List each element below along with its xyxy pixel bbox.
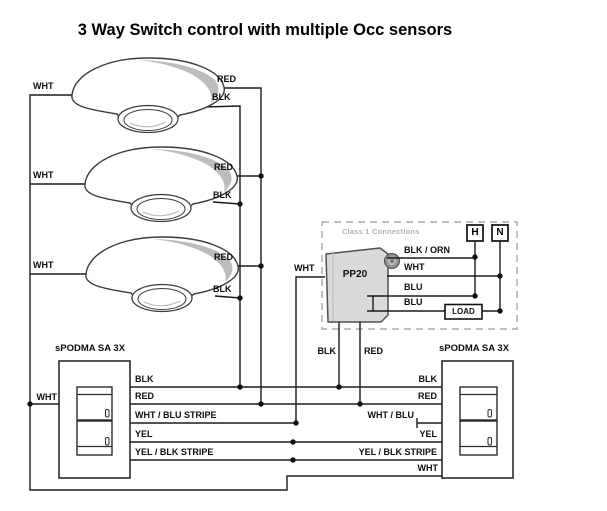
occ-sensor-2: [84, 146, 238, 223]
sensor1-red-label: RED: [217, 74, 237, 84]
right-yelblk-wire-label: YEL / BLK STRIPE: [358, 447, 437, 457]
hot-terminal-label: H: [471, 227, 479, 238]
wire-pp20-feeds: [338, 322, 361, 404]
sensor3-wht-label: WHT: [33, 260, 54, 270]
occ-sensor-3: [85, 236, 239, 313]
neutral-terminal-box: [491, 224, 509, 242]
power-pack-label: PP20: [342, 269, 368, 280]
junction-dots: [27, 173, 503, 463]
rocker-indicator-icon: [487, 437, 492, 446]
class1-zone-border: [321, 221, 518, 330]
left-switch-title: sPODMA SA 3X: [55, 343, 126, 354]
right-yel-wire-label: YEL: [419, 429, 437, 439]
sensor2-wht-label: WHT: [33, 170, 54, 180]
right-switch: [441, 360, 514, 479]
blu-bottom-wire-label: BLU: [404, 297, 423, 307]
left-switch-wht-label: WHT: [36, 392, 58, 402]
left-blk-wire-label: BLK: [135, 374, 154, 384]
sensor2-blk-label: BLK: [213, 190, 232, 200]
sensor2-red-label: RED: [214, 162, 234, 172]
hot-terminal-box: [466, 224, 484, 242]
left-whtblu-wire-label: WHT / BLU STRIPE: [135, 410, 217, 420]
left-yelblk-wire-label: YEL / BLK STRIPE: [135, 447, 214, 457]
right-whtblu-wire-label: WHT / BLU: [367, 410, 415, 420]
left-switch: [58, 360, 131, 479]
neutral-terminal-label: N: [496, 227, 504, 238]
pp20-wht-feed-label: WHT: [294, 263, 315, 273]
right-switch-title: sPODMA SA 3X: [439, 343, 510, 354]
sensor1-blk-label: BLK: [212, 92, 231, 102]
class1-zone-label: Class 1 Connections: [342, 227, 420, 236]
right-wht-wire-label: WHT: [417, 463, 439, 473]
sensor1-wht-label: WHT: [33, 81, 54, 91]
left-yel-wire-label: YEL: [135, 429, 153, 439]
wiring: [29, 87, 501, 491]
right-blk-wire-label: BLK: [418, 374, 438, 384]
right-red-wire-label: RED: [417, 391, 437, 401]
wire-whtblu-right: [416, 418, 442, 428]
pp20-blk-feed-label: BLK: [317, 346, 337, 356]
class1-wht-wire-label: WHT: [404, 262, 425, 272]
rocker-indicator-icon: [105, 409, 110, 418]
load-label: LOAD: [452, 307, 475, 316]
blk-orn-wire-label: BLK / ORN: [404, 245, 450, 255]
occ-sensor-1: [71, 57, 225, 134]
wire-blk-net: [202, 105, 241, 387]
rocker-indicator-icon: [105, 437, 110, 446]
wire-pp20-wht-feed: [295, 276, 325, 423]
rocker-indicator-icon: [487, 409, 492, 418]
sensor3-blk-label: BLK: [213, 284, 232, 294]
page-title: 3 Way Switch control with multiple Occ s…: [77, 21, 453, 39]
wire-wht-net: [29, 94, 442, 491]
pp20-red-feed-label: RED: [364, 346, 384, 356]
sensor3-red-label: RED: [214, 252, 234, 262]
blu-top-wire-label: BLU: [404, 282, 423, 292]
load-box: [444, 303, 483, 320]
left-red-wire-label: RED: [135, 391, 155, 401]
wire-red-net: [224, 87, 262, 404]
